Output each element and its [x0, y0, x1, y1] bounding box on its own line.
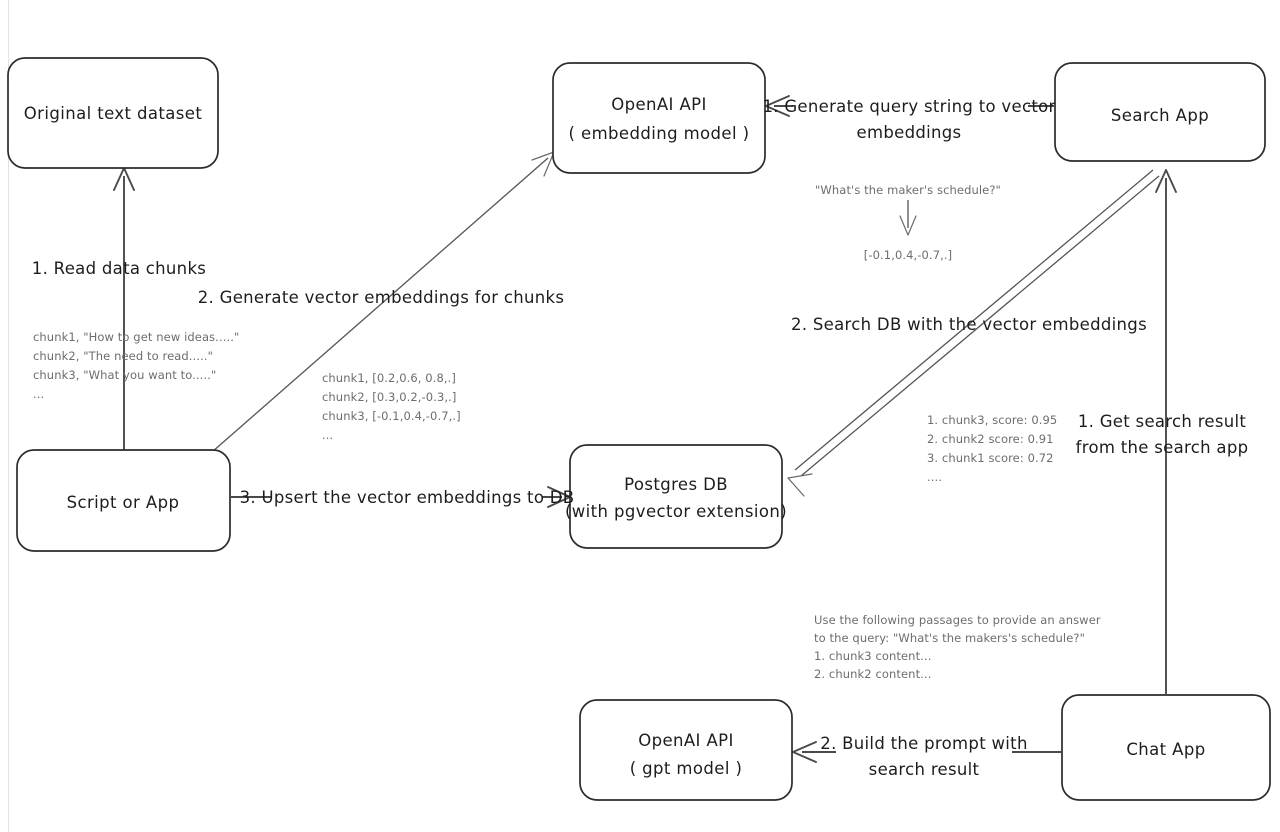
edge-search-app-to-postgres	[787, 169, 1160, 497]
note-source-chunks-line-4: ...	[33, 387, 44, 401]
node-openai-api-embedding[interactable]: OpenAI API ( embedding model )	[552, 62, 766, 174]
note-source-chunks: chunk1, "How to get new ideas....." chun…	[33, 330, 239, 401]
node-box-chat-app	[1061, 694, 1271, 801]
node-openai-api-gpt[interactable]: OpenAI API ( gpt model )	[579, 699, 793, 801]
node-label-chat-app: Chat App	[1126, 740, 1205, 759]
node-label-search-app: Search App	[1111, 106, 1209, 125]
node-box-search-app	[1054, 62, 1266, 162]
node-postgres-db[interactable]: Postgres DB (with pgvector extension)	[565, 444, 787, 549]
note-prompt-template: Use the following passages to provide an…	[814, 613, 1101, 681]
edge-query-to-embedding	[899, 200, 917, 236]
note-query-string: "What's the maker's schedule?"	[815, 183, 1001, 197]
edge-label-get-search-result-line2: from the search app	[1076, 438, 1249, 457]
node-label-script-or-app: Script or App	[67, 493, 180, 512]
node-search-app[interactable]: Search App	[1054, 62, 1266, 162]
edge-label-generate-query-string-line1: 1. Generate query string to vector	[762, 97, 1055, 116]
edge-search-app-to-embedding-api	[765, 95, 1054, 117]
edge-label-generate-vector-embeddings: 2. Generate vector embeddings for chunks	[198, 288, 565, 307]
note-query-embedding: [-0.1,0.4,-0.7,.]	[864, 248, 952, 262]
note-search-results-line-1: 1. chunk3, score: 0.95	[927, 413, 1057, 427]
edge-label-get-search-result-line1: 1. Get search result	[1078, 412, 1247, 431]
edge-chat-app-to-search-app	[1155, 169, 1177, 694]
note-prompt-template-line-3: 1. chunk3 content...	[814, 649, 931, 663]
edge-label-upsert-to-db: 3. Upsert the vector embeddings to DB	[240, 488, 575, 507]
edge-label-read-data-chunks: 1. Read data chunks	[32, 259, 206, 278]
note-chunk-embeddings-line-3: chunk3, [-0.1,0.4,-0.7,.]	[322, 409, 461, 423]
note-source-chunks-line-3: chunk3, "What you want to....."	[33, 368, 216, 382]
note-chunk-embeddings-line-2: chunk2, [0.3,0.2,-0.3,.]	[322, 390, 457, 404]
note-search-results-line-4: ....	[927, 470, 942, 484]
node-box-original-text-dataset	[7, 57, 219, 169]
note-chunk-embeddings-line-4: ...	[322, 428, 333, 442]
node-label-original-text-dataset: Original text dataset	[24, 104, 203, 123]
note-search-results: 1. chunk3, score: 0.95 2. chunk2 score: …	[927, 413, 1057, 484]
edge-label-generate-query-string-line2: embeddings	[857, 123, 962, 142]
node-box-script-or-app	[16, 449, 231, 552]
note-prompt-template-line-2: to the query: "What's the makers's sched…	[814, 631, 1085, 645]
node-script-or-app[interactable]: Script or App	[16, 449, 231, 552]
node-label-openai-api-gpt-line2: ( gpt model )	[630, 759, 743, 778]
node-label-openai-api-gpt-line1: OpenAI API	[638, 731, 734, 750]
note-prompt-template-line-4: 2. chunk2 content...	[814, 667, 931, 681]
node-label-postgres-db-line1: Postgres DB	[624, 475, 728, 494]
node-original-text-dataset[interactable]: Original text dataset	[7, 57, 219, 169]
note-search-results-line-2: 2. chunk2 score: 0.91	[927, 432, 1054, 446]
note-source-chunks-line-1: chunk1, "How to get new ideas....."	[33, 330, 239, 344]
node-chat-app[interactable]: Chat App	[1061, 694, 1271, 801]
node-label-openai-api-embedding-line1: OpenAI API	[611, 95, 707, 114]
edge-script-to-dataset	[113, 167, 135, 450]
note-search-results-line-3: 3. chunk1 score: 0.72	[927, 451, 1054, 465]
note-prompt-template-line-1: Use the following passages to provide an…	[814, 613, 1101, 627]
edge-chat-app-to-gpt-api	[792, 741, 1061, 763]
node-box-openai-api-embedding	[552, 62, 766, 174]
canvas-left-border	[8, 0, 9, 832]
node-label-openai-api-embedding-line2: ( embedding model )	[569, 124, 750, 143]
note-chunk-embeddings-line-1: chunk1, [0.2,0.6, 0.8,.]	[322, 371, 456, 385]
edge-label-build-prompt-line2: search result	[869, 760, 980, 779]
node-box-openai-api-gpt	[579, 699, 793, 801]
node-box-postgres-db	[569, 444, 783, 549]
edge-label-build-prompt-line1: 2. Build the prompt with	[820, 734, 1027, 753]
edge-script-to-postgres	[231, 486, 571, 508]
note-chunk-embeddings: chunk1, [0.2,0.6, 0.8,.] chunk2, [0.3,0.…	[322, 371, 461, 442]
edge-label-search-db-with-embeddings: 2. Search DB with the vector embeddings	[791, 315, 1147, 334]
note-source-chunks-line-2: chunk2, "The need to read....."	[33, 349, 213, 363]
node-label-postgres-db-line2: (with pgvector extension)	[565, 502, 787, 521]
